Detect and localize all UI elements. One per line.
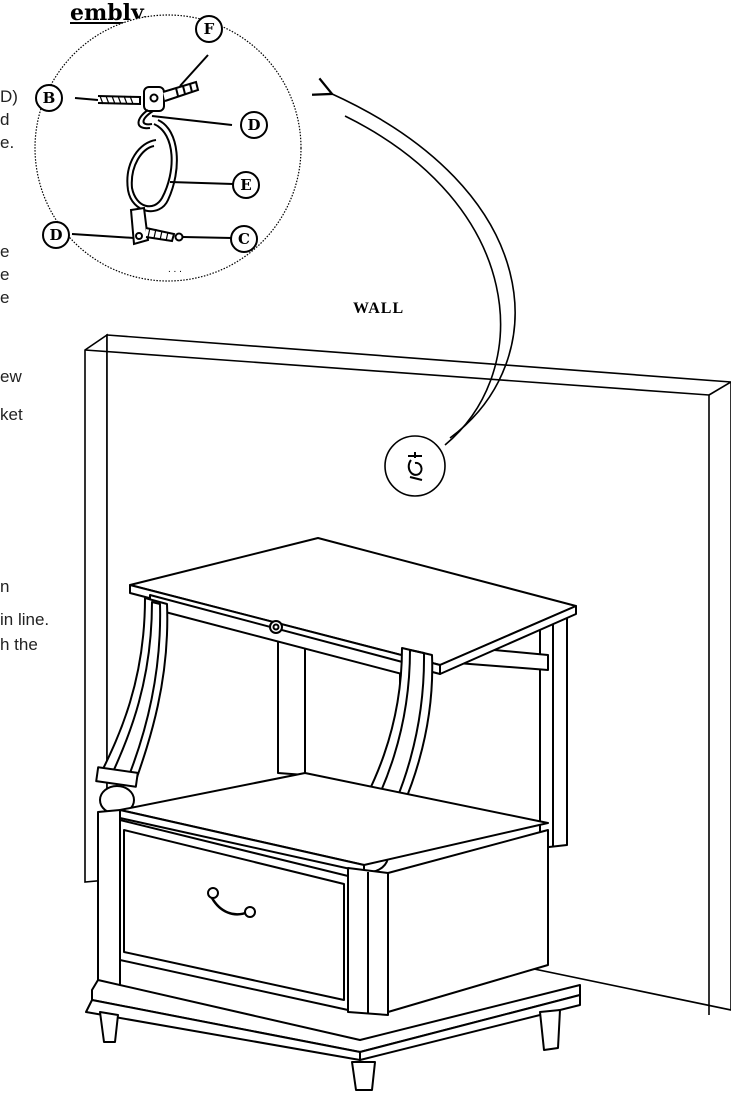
- callout-d-upper: D: [240, 111, 268, 139]
- instruction-fragment: ket: [0, 405, 23, 424]
- instruction-fragment: e: [0, 288, 10, 307]
- instruction-fragment: e.: [0, 133, 15, 152]
- callout-f: F: [195, 15, 223, 43]
- callout-b: B: [35, 84, 63, 112]
- instruction-fragment: e: [0, 265, 10, 284]
- callout-d-lower: D: [42, 221, 70, 249]
- svg-text:. . .: . . .: [168, 264, 182, 275]
- instruction-fragment: n: [0, 577, 10, 596]
- curved-arrow: [330, 93, 516, 446]
- wall-anchor-callout: [384, 435, 446, 497]
- instruction-fragment: e: [0, 242, 10, 261]
- instruction-fragment: in line.: [0, 610, 50, 629]
- instruction-fragment: h the: [0, 635, 38, 654]
- instruction-fragment: D): [0, 87, 18, 106]
- callout-e: E: [232, 171, 260, 199]
- instruction-fragment: d: [0, 110, 10, 129]
- nightstand: [85, 537, 581, 1091]
- wall-label: WALL: [353, 300, 405, 317]
- instruction-fragment: ew: [0, 367, 22, 386]
- detail-circle: . . .: [34, 14, 302, 282]
- callout-c: C: [230, 225, 258, 253]
